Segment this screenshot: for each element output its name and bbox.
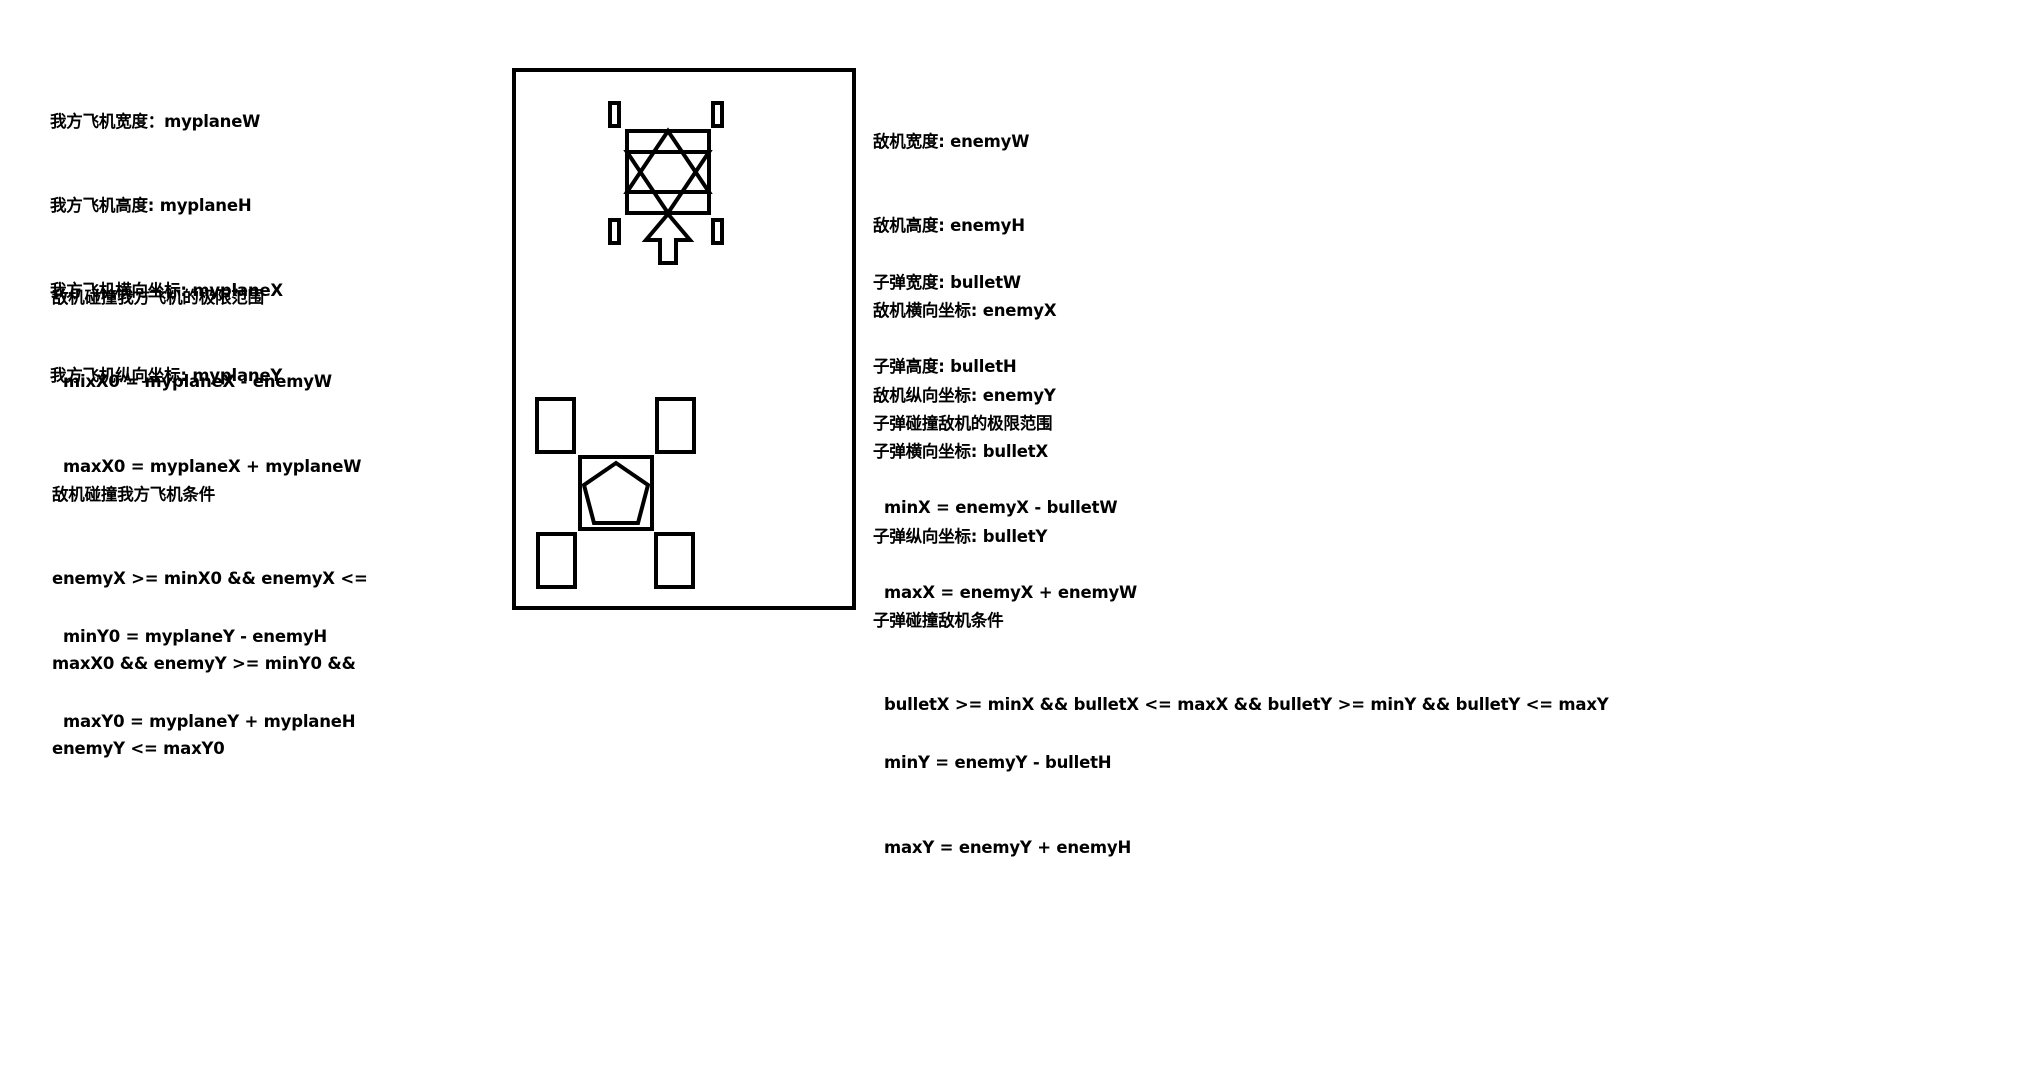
enemy-collision-condition: 敌机碰撞我方飞机条件 enemyX >= minX0 && enemyX <= … (52, 424, 368, 792)
enemy-height-label: 敌机高度: enemyH (873, 216, 1025, 236)
range-line-miny0: minY0 = myplaneY - enemyH (63, 627, 327, 647)
my-plane-y-label: 我方飞机纵向坐标: myplaneY (50, 366, 283, 386)
bullet-collision-condition: 子弹碰撞敌机条件 bulletX >= minX && bulletX <= m… (873, 550, 1609, 748)
up-arrow-icon (641, 210, 695, 265)
pentagon-icon (581, 460, 651, 525)
my-plane-wing-bottom-right (654, 532, 695, 589)
star-of-david-icon (623, 127, 713, 217)
bullet-range-minx: minX = enemyX - bulletW (884, 498, 1118, 518)
my-plane-wing-top-left (535, 397, 576, 454)
bullet-height-label: 子弹高度: bulletH (873, 357, 1017, 377)
enemy-x-label: 敌机横向坐标: enemyX (873, 301, 1057, 321)
bullet-y-label: 子弹纵向坐标: bulletY (873, 527, 1048, 547)
enemy-collision-range: 敌机碰撞我方飞机的极限范围 mixX0 = myplaneX - enemyW … (52, 227, 361, 765)
enemy-wing-bottom-right (711, 218, 724, 245)
cond-title: 敌机碰撞我方飞机条件 (52, 484, 216, 504)
bullet-cond-title: 子弹碰撞敌机条件 (873, 610, 1004, 630)
range-line-minx0: mixX0 = myplaneX - enemyW (63, 372, 332, 392)
bullet-range-maxx: maxX = enemyX + enemyW (884, 583, 1137, 603)
my-plane-wing-top-right (655, 397, 696, 454)
bullet-width-label: 子弹宽度: bulletW (873, 272, 1021, 292)
bullet-range-miny: minY = enemyY - bulletH (884, 753, 1112, 773)
bullet-cond-line: bulletX >= minX && bulletX <= maxX && bu… (884, 695, 1609, 715)
bullet-range-title: 子弹碰撞敌机的极限范围 (873, 413, 1053, 433)
range-line-maxx0: maxX0 = myplaneX + myplaneW (63, 457, 362, 477)
bullet-x-label: 子弹横向坐标: bulletX (873, 442, 1049, 462)
cond-line-1: enemyX >= minX0 && enemyX <= (52, 569, 368, 589)
my-plane-wing-bottom-left (536, 532, 577, 589)
range-line-maxy0: maxY0 = myplaneY + myplaneH (63, 712, 356, 732)
my-plane-variables: 我方飞机宽度：myplaneW 我方飞机高度: myplaneH 我方飞机横向坐… (50, 51, 283, 419)
bullet-range-maxy: maxY = enemyY + enemyH (884, 838, 1132, 858)
my-plane (535, 397, 696, 589)
enemy-width-label: 敌机宽度: enemyW (873, 131, 1030, 151)
my-plane-height-label: 我方飞机高度: myplaneH (50, 196, 252, 216)
my-plane-body (578, 455, 654, 531)
my-plane-width-label: 我方飞机宽度：myplaneW (50, 111, 261, 131)
enemy-variables: 敌机宽度: enemyW 敌机高度: enemyH 敌机横向坐标: enemyX… (873, 71, 1057, 439)
cond-line-3: enemyY <= maxY0 (52, 739, 225, 759)
enemy-wing-bottom-left (608, 218, 621, 245)
enemy-y-label: 敌机纵向坐标: enemyY (873, 386, 1056, 406)
range-title: 敌机碰撞我方飞机的极限范围 (52, 287, 264, 307)
my-plane-x-label: 我方飞机横向坐标: myplaneX (50, 281, 283, 301)
enemy-wing-top-right (711, 101, 724, 128)
cond-line-2: maxX0 && enemyY >= minY0 && (52, 654, 356, 674)
enemy-wing-top-left (608, 101, 621, 128)
bullet-variables: 子弹宽度: bulletW 子弹高度: bulletH 子弹横向坐标: bull… (873, 212, 1048, 580)
bullet-collision-range: 子弹碰撞敌机的极限范围 minX = enemyX - bulletW maxX… (873, 353, 1137, 891)
enemy-plane (608, 101, 724, 245)
game-board-frame (512, 68, 856, 610)
